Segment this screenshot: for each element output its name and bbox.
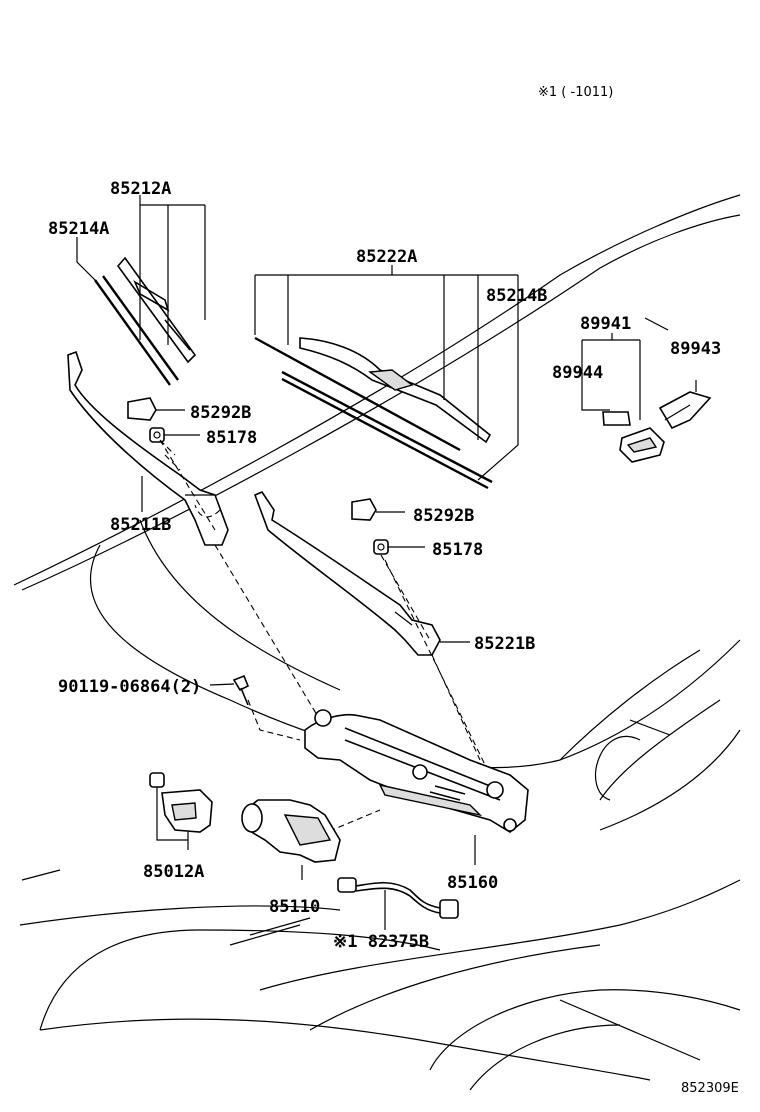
part-label-85221B: 85221B xyxy=(474,634,535,654)
wiper-cap-left xyxy=(127,397,185,421)
part-label-85178-lower: 85178 xyxy=(432,540,483,560)
wiper-nut-right xyxy=(373,539,425,555)
part-label-89944: 89944 xyxy=(552,363,603,383)
wiper-motor-85110 xyxy=(241,799,341,880)
assembly-line-left xyxy=(159,439,321,741)
assembly-line-other xyxy=(164,454,221,518)
part-label-85160: 85160 xyxy=(447,873,498,893)
leader-85222A xyxy=(254,265,519,481)
part-label-85292B-upper: 85292B xyxy=(190,403,251,423)
wiper-nut-left xyxy=(149,427,200,443)
part-label-85211B: 85211B xyxy=(110,515,171,535)
wiper-link-assembly xyxy=(304,709,529,865)
right-wiper-arm xyxy=(253,491,470,656)
leader-85214A xyxy=(76,237,96,281)
leader-85212A xyxy=(139,195,206,345)
part-label-85012A: 85012A xyxy=(143,862,204,882)
wiper-relay-85012A xyxy=(149,772,213,850)
part-label-89941: 89941 xyxy=(580,314,631,334)
vehicle-body-outline xyxy=(13,194,741,1091)
smart-key-parts xyxy=(581,317,712,463)
part-label-85212A: 85212A xyxy=(110,179,171,199)
part-label-82375B: ※1 82375B xyxy=(333,932,429,952)
part-label-85214A: 85214A xyxy=(48,219,109,239)
part-label-85222A: 85222A xyxy=(356,247,417,267)
applicability-note: ※1 ( -1011) xyxy=(538,85,613,100)
bolt-90119 xyxy=(209,674,250,706)
part-label-85110: 85110 xyxy=(269,897,320,917)
left-wiper-arm xyxy=(67,350,229,546)
right-wiper-blade xyxy=(254,336,493,490)
part-label-85214B: 85214B xyxy=(486,286,547,306)
wiper-cap-right xyxy=(351,498,405,521)
part-label-89943: 89943 xyxy=(670,339,721,359)
part-label-90119: 90119-06864(2) xyxy=(58,677,201,697)
part-label-85178-upper: 85178 xyxy=(206,428,257,448)
diagram-code: 852309E xyxy=(681,1081,739,1096)
wiper-wire-82375B xyxy=(337,877,459,930)
left-wiper-blade xyxy=(94,256,197,386)
part-label-85292B-lower: 85292B xyxy=(413,506,474,526)
